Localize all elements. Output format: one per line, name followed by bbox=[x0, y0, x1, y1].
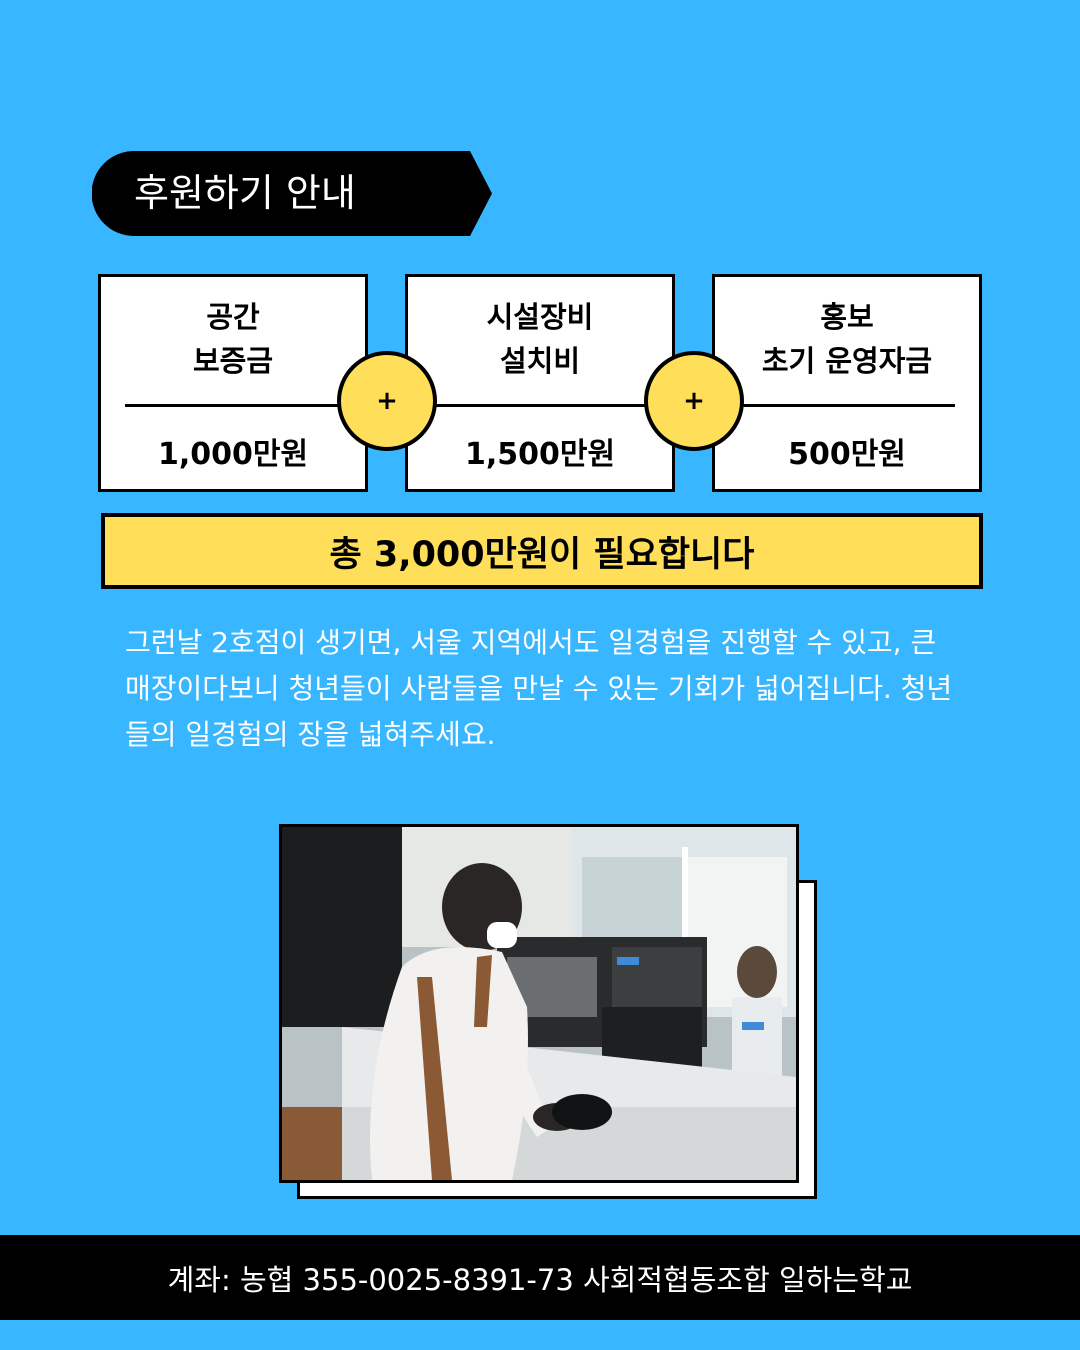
card-title-line: 시설장비 bbox=[486, 300, 594, 334]
cost-card-equipment: 시설장비 설치비 1,500만원 bbox=[405, 274, 675, 492]
card-title: 시설장비 설치비 bbox=[408, 295, 672, 383]
card-title: 홍보 초기 운영자금 bbox=[715, 295, 979, 383]
card-divider bbox=[739, 404, 955, 407]
tag-shape bbox=[92, 151, 492, 236]
card-divider bbox=[125, 404, 341, 407]
card-amount: 1,500만원 bbox=[464, 437, 616, 472]
account-footer: 계좌: 농협 355-0025-8391-73 사회적협동조합 일하는학교 bbox=[0, 1235, 1080, 1320]
card-title-line: 설치비 bbox=[499, 344, 581, 378]
total-banner: 총 3,000만원이 필요합니다 bbox=[101, 513, 983, 589]
card-title-line: 초기 운영자금 bbox=[761, 344, 933, 378]
cost-card-promotion: 홍보 초기 운영자금 500만원 bbox=[712, 274, 982, 492]
card-amount: 1,000만원 bbox=[157, 437, 309, 472]
barista-photo-illustration bbox=[282, 827, 796, 1180]
card-title: 공간 보증금 bbox=[101, 295, 365, 383]
barista-photo bbox=[279, 824, 799, 1183]
card-title-line: 보증금 bbox=[192, 344, 274, 378]
card-title-line: 홍보 bbox=[820, 300, 874, 334]
plus-icon: + bbox=[337, 351, 437, 451]
card-divider bbox=[432, 404, 648, 407]
cost-card-space-deposit: 공간 보증금 1,000만원 bbox=[98, 274, 368, 492]
description-text: 그런날 2호점이 생기면, 서울 지역에서도 일경험을 진행할 수 있고, 큰 … bbox=[125, 626, 953, 751]
section-tag: 후원하기 안내 bbox=[92, 151, 492, 236]
plus-icon: + bbox=[644, 351, 744, 451]
card-amount: 500만원 bbox=[788, 437, 906, 472]
card-title-line: 공간 bbox=[206, 300, 260, 334]
section-title: 후원하기 안내 bbox=[134, 171, 356, 215]
